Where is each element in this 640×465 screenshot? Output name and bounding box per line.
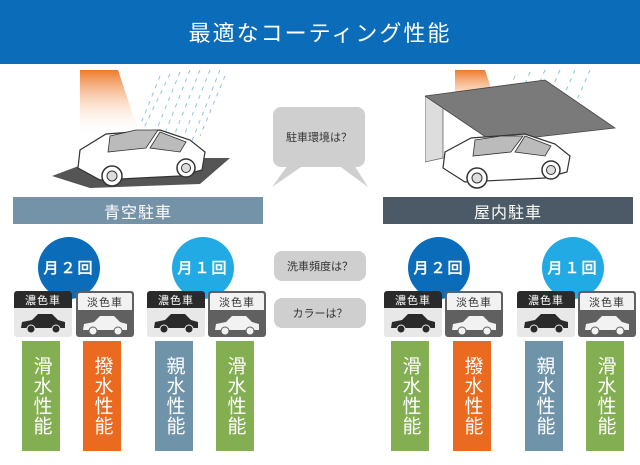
light-car-tile: 淡色車 — [76, 291, 134, 337]
car-color-tag: 淡色車 — [78, 293, 132, 310]
light-car-icon — [452, 316, 496, 335]
light-car-icon — [83, 316, 127, 335]
performance-bar-sliding-water: 滑水性能 — [216, 341, 254, 451]
dark-car-icon — [154, 314, 198, 334]
environment-question-text: 駐車環境は？ — [286, 131, 352, 144]
car-color-tag: 濃色車 — [14, 291, 72, 308]
light-car-tile: 淡色車 — [445, 291, 503, 337]
indoor-parking-label: 屋内駐車 — [383, 197, 633, 224]
performance-bar-sliding-water: 滑水性能 — [22, 341, 60, 451]
performance-bar-water-repellent: 撥水性能 — [83, 341, 121, 451]
frequency-circle-once-monthly: 月１回 — [542, 237, 604, 299]
outdoor-parking-label: 青空駐車 — [13, 197, 263, 224]
performance-bar-sliding-water: 滑水性能 — [586, 341, 624, 451]
car-color-tag: 濃色車 — [384, 291, 442, 308]
car-color-tag: 淡色車 — [210, 293, 264, 310]
page-title: 最適なコーティング性能 — [0, 0, 640, 64]
light-car-icon — [215, 316, 259, 335]
light-car-tile: 淡色車 — [578, 291, 636, 337]
outdoor-parking-illustration — [40, 66, 240, 196]
color-question-bubble: カラーは？ — [274, 298, 366, 328]
environment-question-bubble: 駐車環境は？ — [268, 105, 372, 187]
performance-bar-sliding-water: 滑水性能 — [391, 341, 429, 451]
outdoor-car-rain-sun-icon — [52, 69, 230, 188]
car-color-tag: 濃色車 — [147, 291, 205, 308]
car-color-tag: 淡色車 — [447, 293, 501, 310]
dark-car-tile: 濃色車 — [384, 291, 442, 337]
frequency-question-bubble: 洗車頻度は？ — [274, 251, 366, 281]
light-car-icon — [585, 316, 629, 335]
light-car-tile: 淡色車 — [208, 291, 266, 337]
covered-parking-illustration — [425, 66, 625, 196]
performance-bar-water-repellent: 撥水性能 — [453, 341, 491, 451]
dark-car-tile: 濃色車 — [14, 291, 72, 337]
car-color-tag: 淡色車 — [580, 293, 634, 310]
dark-car-icon — [524, 314, 568, 334]
dark-car-icon — [21, 314, 65, 334]
car-color-tag: 濃色車 — [517, 291, 575, 308]
dark-car-icon — [391, 314, 435, 334]
covered-carport-car-icon — [425, 69, 617, 189]
performance-bar-hydrophilic: 親水性能 — [525, 341, 563, 451]
frequency-circle-once-monthly: 月１回 — [172, 237, 234, 299]
dark-car-tile: 濃色車 — [517, 291, 575, 337]
performance-bar-hydrophilic: 親水性能 — [155, 341, 193, 451]
speech-bubble-shape — [272, 107, 368, 187]
frequency-circle-twice-monthly: 月２回 — [38, 237, 100, 299]
frequency-circle-twice-monthly: 月２回 — [408, 237, 470, 299]
dark-car-tile: 濃色車 — [147, 291, 205, 337]
